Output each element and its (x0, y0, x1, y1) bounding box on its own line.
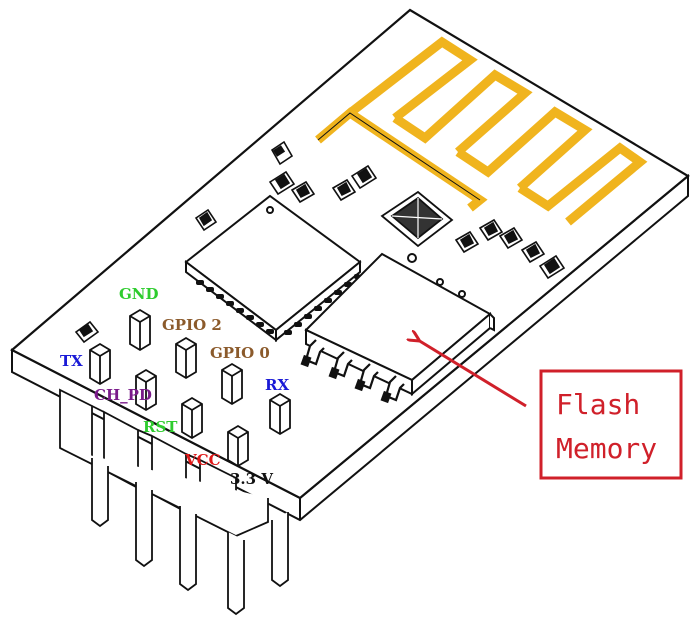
callout-arrow (418, 340, 527, 408)
smd-resistor (498, 226, 524, 250)
header-connector (59, 388, 269, 538)
smd-resistor (520, 240, 546, 264)
callout-line1: Flash (556, 388, 640, 421)
pin-gnd-top (129, 308, 151, 352)
label-gpio0: GPIO 0 (210, 344, 270, 362)
smd-resistor (270, 140, 294, 166)
chip-pins (196, 274, 360, 335)
flash-memory-callout: Flash Memory (418, 340, 683, 480)
smd-resistor (331, 178, 357, 202)
smd-resistor (478, 218, 504, 242)
smd-resistor (350, 164, 378, 190)
crystal-oscillator (380, 190, 454, 248)
callout-box (539, 369, 683, 480)
smd-resistor (74, 320, 100, 344)
smd-resistor (538, 254, 566, 280)
header-legs (91, 458, 289, 616)
label-gnd: GND (119, 285, 159, 303)
label-rst: RST (143, 418, 178, 436)
pin-gpio0-top (221, 362, 243, 406)
pin-vcc-top (227, 424, 249, 468)
antenna-outline (317, 112, 481, 201)
pin-tx-top (89, 342, 111, 386)
label-chpd: CH_PD (94, 386, 152, 404)
pin-chpd-top (135, 368, 157, 412)
callout-line2: Memory (556, 432, 657, 465)
flash-chip (300, 252, 495, 404)
smd-resistor (454, 230, 480, 254)
pin-rst-top (181, 396, 203, 440)
pin-rx-top (269, 392, 291, 436)
smd-components (74, 140, 566, 344)
label-rx: RX (265, 376, 289, 394)
pin-gpio2-top (175, 336, 197, 380)
label-gpio2: GPIO 2 (162, 316, 222, 334)
esp8266-chip (184, 194, 362, 343)
label-3v3: 3.3 V (230, 470, 273, 488)
label-tx: TX (60, 352, 83, 370)
smd-resistor (290, 180, 316, 204)
pin-labels: GND GPIO 2 GPIO 0 TX CH_PD RX RST VCC 3.… (60, 285, 289, 488)
smd-resistor (268, 170, 296, 196)
label-vcc: VCC (184, 451, 221, 469)
header-pins-top (89, 308, 291, 468)
smd-resistor (194, 208, 218, 232)
